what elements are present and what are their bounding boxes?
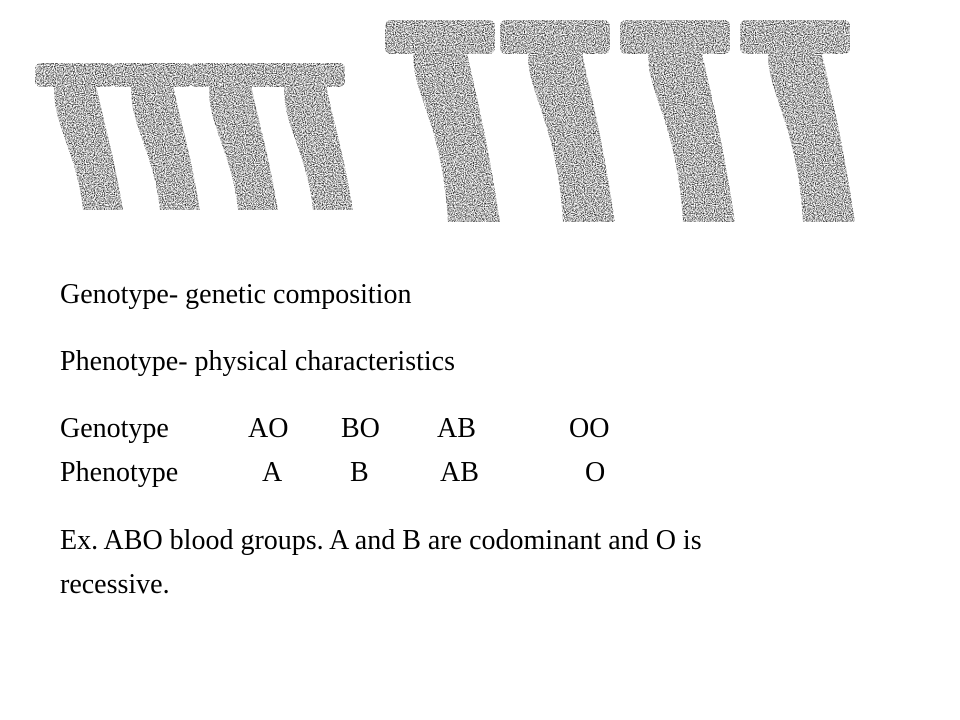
small-t-structure: [112, 63, 200, 210]
large-t-structure: [500, 20, 615, 222]
stain-crossbar: [740, 20, 850, 54]
large-t-structure: [385, 20, 500, 222]
genotype-value: BO: [341, 413, 380, 444]
stain-stem: [284, 80, 353, 210]
stain-stem: [648, 48, 735, 222]
stain-stem: [209, 80, 278, 210]
stain-stem: [768, 48, 855, 222]
stain-crossbar: [620, 20, 730, 54]
large-t-structure: [740, 20, 855, 222]
small-t-structure: [265, 63, 353, 210]
stain-crossbar: [500, 20, 610, 54]
phenotype-value: AB: [440, 457, 479, 488]
example-line-1: Ex. ABO blood groups. A and B are codomi…: [60, 525, 702, 556]
small-t-structure: [190, 63, 278, 210]
stain-stem: [528, 48, 615, 222]
example-line-2: recessive.: [60, 569, 170, 600]
stain-stem: [131, 80, 200, 210]
genotype-definition: Genotype- genetic composition: [60, 279, 412, 310]
genotype-value: AO: [248, 413, 289, 444]
genotype-row: Genotype AO BO AB OO: [60, 411, 660, 447]
phenotype-row-label: Phenotype: [60, 457, 179, 488]
genotype-row-label: Genotype: [60, 413, 169, 444]
stain-crossbar: [385, 20, 495, 54]
stain-stem: [54, 80, 123, 210]
genotype-value: AB: [437, 413, 476, 444]
phenotype-value: A: [262, 457, 283, 488]
phenotype-value: O: [585, 457, 606, 488]
stain-stem: [413, 48, 500, 222]
stained-structures-figure: [35, 20, 855, 222]
large-t-structure: [620, 20, 735, 222]
phenotype-row: Phenotype A B AB O: [60, 455, 660, 491]
genotype-value: OO: [569, 413, 610, 444]
phenotype-value: B: [350, 457, 369, 488]
phenotype-definition: Phenotype- physical characteristics: [60, 346, 455, 377]
small-t-structure: [35, 63, 123, 210]
